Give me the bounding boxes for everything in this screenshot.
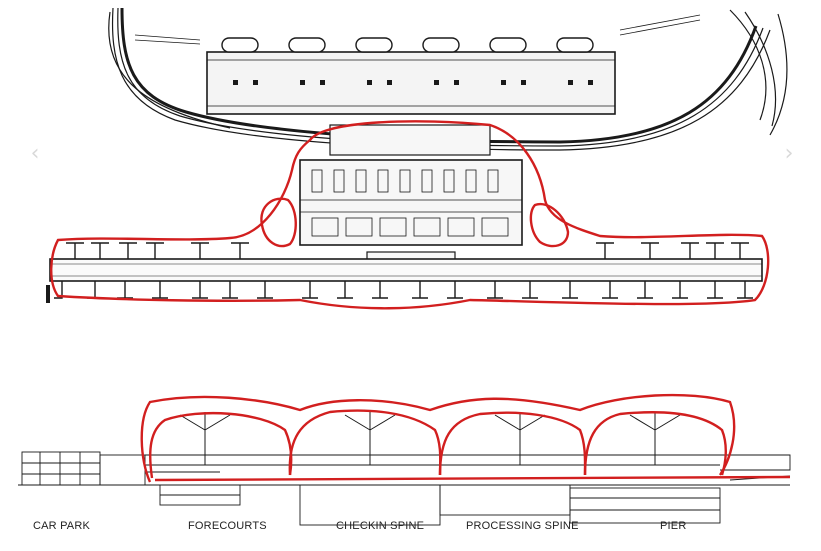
- boarding-bridges-south: [54, 281, 753, 299]
- plan-red-outline: [50, 120, 770, 310]
- processing-blocks: [311, 217, 509, 237]
- terminal-building: [299, 124, 523, 275]
- label-forecourts: FORECOURTS: [188, 520, 267, 532]
- forecourt-section: [99, 454, 241, 506]
- chevron-right-icon[interactable]: ›: [784, 141, 794, 166]
- chevron-left-icon[interactable]: ‹: [30, 141, 40, 166]
- section-red-outline: [140, 393, 791, 483]
- pier: [46, 242, 763, 303]
- car-park-cores: [233, 80, 593, 85]
- terminal-section: [145, 454, 791, 526]
- checkin-islands: [311, 169, 499, 193]
- car-park-section: [21, 451, 101, 486]
- plan-view: [46, 7, 788, 310]
- label-car-park: CAR PARK: [33, 520, 91, 532]
- label-processing-spine: PROCESSING SPINE: [466, 520, 579, 532]
- car-park-building: [206, 37, 616, 115]
- section-view: [18, 393, 791, 526]
- label-pier: PIER: [660, 520, 687, 532]
- boarding-bridges-north: [66, 242, 749, 259]
- car-park-ramps: [221, 37, 594, 53]
- label-checkin-spine: CHECKIN SPINE: [336, 520, 425, 532]
- roof-tree-columns: [179, 412, 681, 465]
